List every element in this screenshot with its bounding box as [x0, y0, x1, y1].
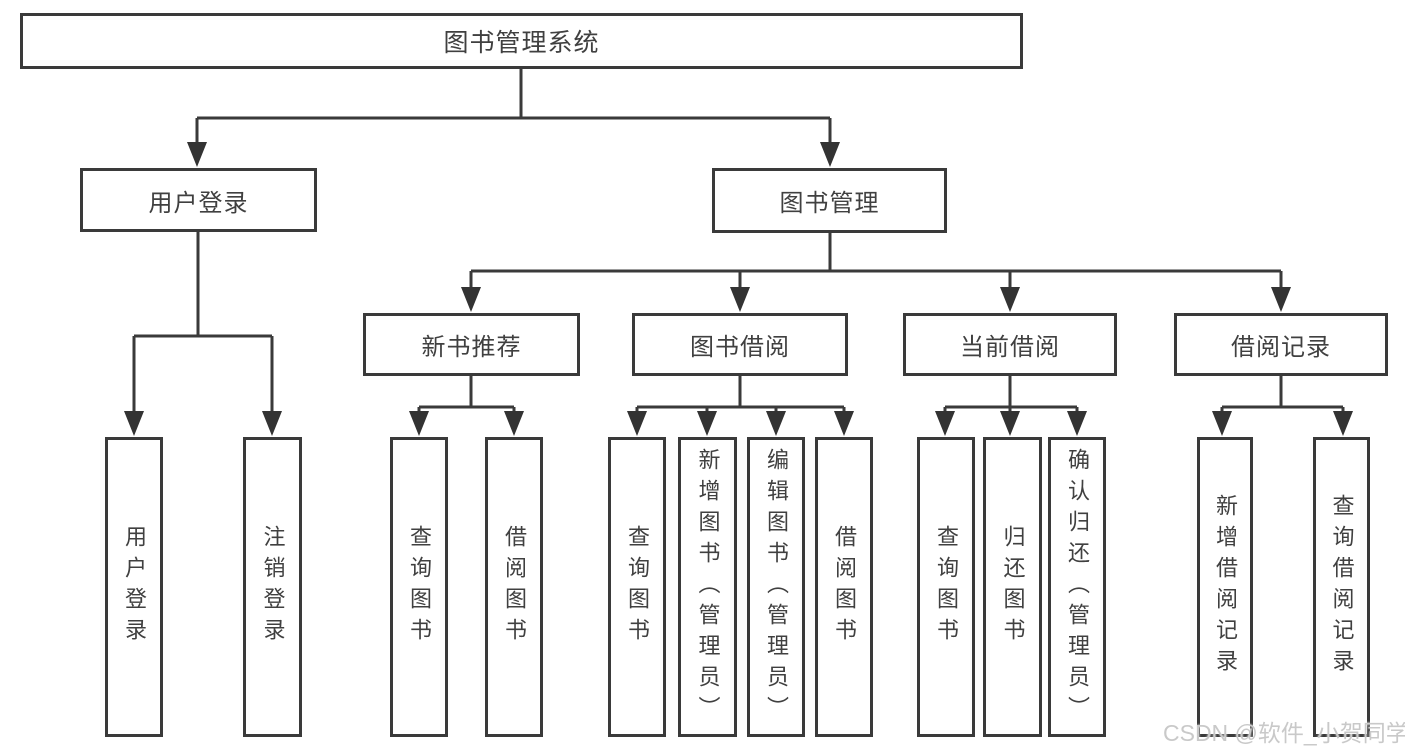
node-label: 当前借阅	[960, 334, 1060, 361]
node-label: 借阅图书	[502, 525, 527, 649]
node-logout: 注销登录	[243, 437, 302, 737]
node-label: 新增借阅记录	[1213, 494, 1238, 680]
node-return-books: 归还图书	[983, 437, 1042, 737]
node-label: 图书管理系统	[443, 29, 600, 57]
node-label: 归还图书	[1000, 525, 1026, 649]
node-borrow-books-borrowing: 借阅图书	[815, 437, 873, 737]
node-confirm-return-admin: 确认归还（管理员）	[1048, 437, 1106, 737]
node-add-books-admin: 新增图书（管理员）	[678, 437, 737, 737]
node-label: 图书借阅	[690, 334, 790, 361]
node-label: 用户登录	[122, 525, 147, 649]
csdn-watermark: CSDN @软件_小贺同学	[1163, 720, 1405, 746]
node-label: 查询借阅记录	[1329, 494, 1355, 680]
node-user-login-branch: 用户登录	[80, 168, 317, 232]
node-borrow-books-recommend: 借阅图书	[485, 437, 543, 737]
node-user-login: 用户登录	[105, 437, 163, 737]
node-query-books-current: 查询图书	[917, 437, 975, 737]
arrowheads	[124, 142, 1353, 436]
node-label: 图书管理	[779, 190, 880, 217]
node-label: 查询图书	[625, 525, 650, 649]
node-label: 编辑图书（管理员）	[764, 447, 789, 727]
node-current-borrowing: 当前借阅	[903, 313, 1117, 376]
node-label: 新书推荐	[421, 334, 522, 361]
node-label: 查询图书	[407, 525, 432, 649]
node-label: 用户登录	[148, 189, 249, 217]
node-library-management-system: 图书管理系统	[20, 13, 1023, 69]
node-query-books-recommend: 查询图书	[390, 437, 448, 737]
node-label: 新增图书（管理员）	[695, 447, 721, 727]
node-add-borrow-record: 新增借阅记录	[1197, 437, 1253, 737]
node-edit-books-admin: 编辑图书（管理员）	[747, 437, 805, 737]
node-book-management: 图书管理	[712, 168, 947, 233]
node-label: 借阅记录	[1231, 334, 1331, 361]
node-label: 借阅图书	[832, 525, 857, 649]
node-book-borrowing: 图书借阅	[632, 313, 848, 376]
node-label: 注销登录	[260, 525, 286, 649]
node-query-books-borrowing: 查询图书	[608, 437, 666, 737]
node-label: 确认归还（管理员）	[1065, 447, 1090, 727]
node-label: 查询图书	[934, 525, 959, 649]
node-borrowing-records: 借阅记录	[1174, 313, 1388, 376]
node-query-borrow-record: 查询借阅记录	[1313, 437, 1370, 737]
node-new-book-recommend: 新书推荐	[363, 313, 580, 376]
